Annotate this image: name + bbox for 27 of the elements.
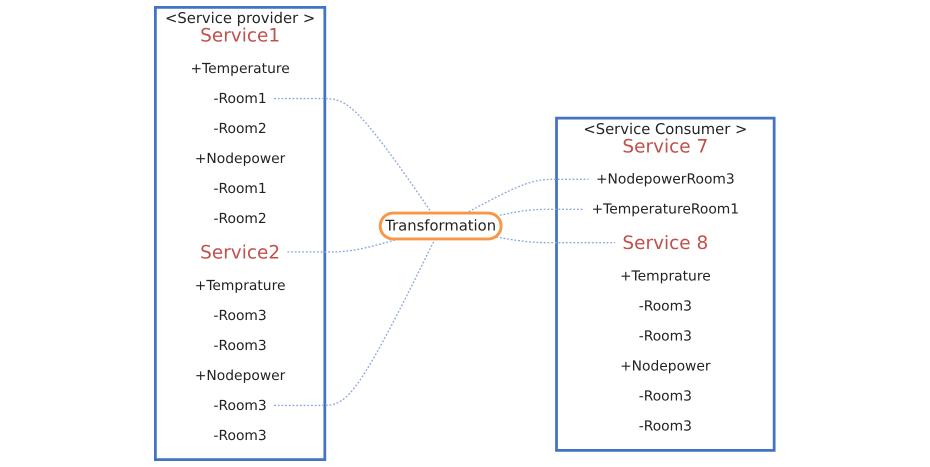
node-text: Service 8 xyxy=(622,232,708,254)
node-text: -Room1 xyxy=(214,90,267,107)
connector xyxy=(274,239,436,406)
node-text: -Room3 xyxy=(638,388,692,404)
node-text: -Room3 xyxy=(638,328,692,344)
node-text: -Room1 xyxy=(214,180,267,197)
node-text: -Room3 xyxy=(214,306,267,324)
connector xyxy=(496,236,616,244)
node-text: -Room3 xyxy=(638,298,692,314)
node-text: -Room3 xyxy=(638,418,692,434)
node-text: Service 7 xyxy=(622,134,708,157)
node-text: -Room2 xyxy=(214,120,267,137)
node-text: -Room3 xyxy=(214,426,267,444)
node-text: +NodepowerRoom3 xyxy=(596,170,735,188)
node-text: +Temprature xyxy=(194,276,286,294)
node-text: +Nodepower xyxy=(195,150,286,167)
node-text: +Temprature xyxy=(620,268,711,284)
node-text: -Room3 xyxy=(214,396,267,414)
node-text: -Room3 xyxy=(214,336,267,354)
node-text: Service2 xyxy=(200,240,280,264)
connector xyxy=(288,238,398,253)
node-text: +Nodepower xyxy=(620,358,711,374)
node-text: +TemperatureRoom1 xyxy=(592,200,740,218)
node-text: Service1 xyxy=(200,24,280,46)
node-text: +Nodepower xyxy=(195,366,286,384)
node-text: +Temperature xyxy=(190,60,290,77)
node-text: -Room2 xyxy=(214,210,267,227)
